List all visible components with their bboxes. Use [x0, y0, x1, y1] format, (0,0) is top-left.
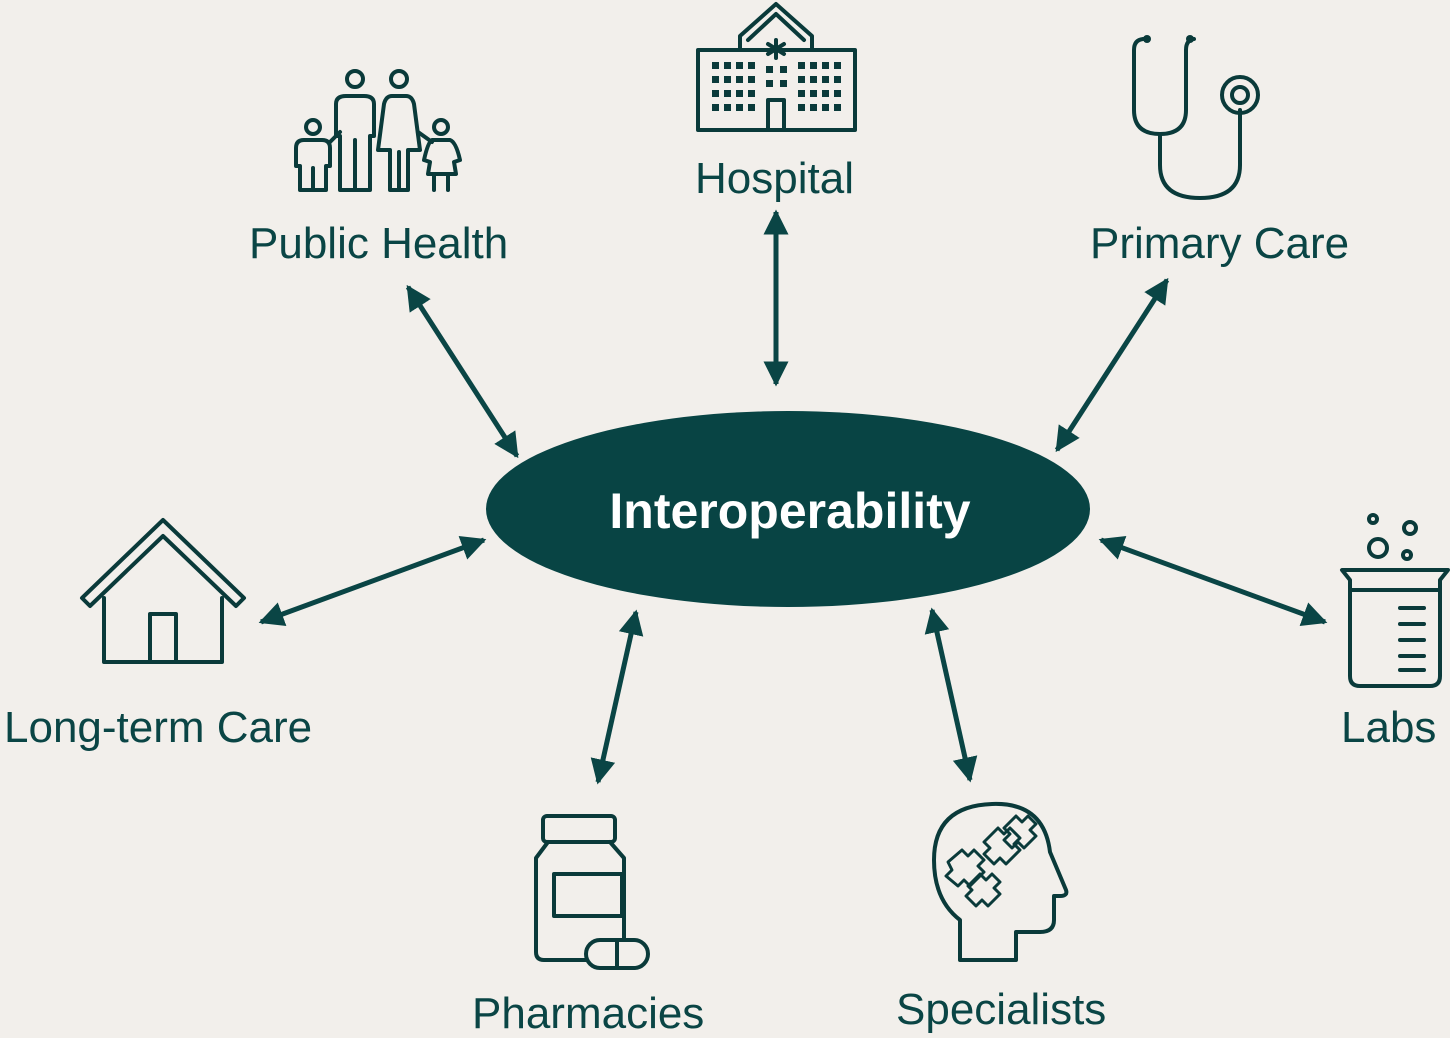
- arrow-labs: [1098, 535, 1328, 627]
- house-icon: [80, 518, 246, 664]
- connector-arrows: [258, 209, 1328, 785]
- brain-puzzle-icon: [932, 801, 1069, 962]
- label-labs: Labs: [1341, 703, 1437, 752]
- label-primary-care: Primary Care: [1090, 219, 1350, 268]
- label-hospital: Hospital: [695, 154, 854, 203]
- arrow-public-health: [405, 284, 520, 459]
- family-icon: [294, 69, 462, 192]
- arrow-primary-care: [1054, 277, 1170, 453]
- hospital-icon: [696, 2, 857, 132]
- hub-label: Interoperability: [609, 483, 970, 539]
- stethoscope-icon: [1132, 35, 1260, 200]
- arrow-specialists: [924, 607, 978, 783]
- arrow-long-term-care: [258, 536, 487, 626]
- label-long-term-care: Long-term Care: [4, 703, 313, 752]
- label-pharmacies: Pharmacies: [472, 989, 705, 1038]
- hub-node: Interoperability: [486, 411, 1090, 607]
- beaker-icon: [1340, 513, 1450, 688]
- hub-ellipse: [486, 411, 1090, 607]
- label-public-health: Public Health: [249, 219, 509, 268]
- arrow-pharmacies: [590, 609, 644, 785]
- label-specialists: Specialists: [896, 985, 1107, 1034]
- pill-bottle-icon: [534, 814, 650, 970]
